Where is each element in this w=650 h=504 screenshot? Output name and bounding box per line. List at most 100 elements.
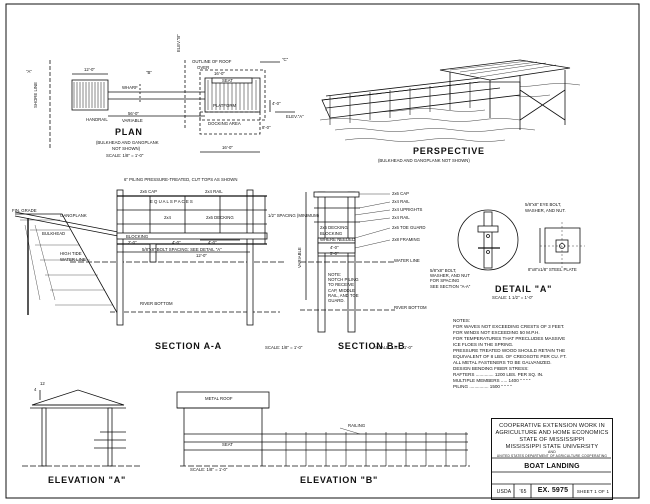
detail-bolt-line: FOR SPACING	[430, 278, 460, 284]
note-line: PRESSURE TREATED WOOD SHOULD RETAIN THE	[453, 348, 566, 353]
note-line: DESIGN BENDING FIBER STRESS:	[453, 366, 529, 371]
elevation-b-view	[176, 391, 470, 467]
plan-title: PLAN	[115, 127, 143, 137]
handrail-label: HANDRAIL	[86, 117, 108, 122]
bb-cap: 2x6 CAP	[392, 191, 409, 196]
aa-decking-a: 2x4	[164, 215, 171, 220]
bb-rail: 2x4 RAIL	[392, 199, 410, 204]
plan-view	[49, 60, 295, 153]
aa-water-line-label: WATER LINE	[60, 257, 86, 262]
bb-dim-5ft: 5'-0"	[330, 251, 339, 256]
plan-subtitle: (BULKHEAD AND GANGPLANK	[96, 140, 159, 145]
note-line: RAFTERS .............. 1200 LBS. PER SQ.…	[453, 372, 544, 377]
title-block: COOPERATIVE EXTENSION WORK IN AGRICULTUR…	[491, 418, 613, 500]
note-line: EQUIVALENT OF 8 LBS. OF CREOSOTE PER CU.…	[453, 354, 567, 359]
elevation-b-title: ELEVATION "B"	[300, 475, 379, 485]
aa-river-bottom-label: RIVER BOTTOM	[140, 301, 173, 306]
over-label: OVER	[197, 65, 210, 70]
aa-dim-4ft-a: 4'-0"	[172, 240, 181, 245]
bb-dim-4ft: 4'-0"	[330, 245, 339, 250]
bb-note-line: NOTCH PILING	[328, 277, 359, 283]
detail-a-scale: SCALE: 1 1/2" = 1'-0"	[492, 295, 534, 300]
aa-blocking: BLOCKING	[126, 234, 149, 239]
aa-dim-12ft: 12'-0"	[196, 253, 207, 258]
outline-roof-label: OUTLINE OF ROOF	[192, 59, 232, 64]
plan-scale: SCALE: 1/8" = 1'-0"	[106, 153, 144, 158]
section-mark-a: "A"	[26, 69, 32, 74]
section-bb-title: SECTION B-B	[338, 341, 406, 351]
bb-note-line: CAP, MIDDLE	[328, 287, 355, 293]
eye-bolt-label: 5/8"x8" EYE BOLT,	[525, 202, 562, 207]
elev-a-mark: ELEV."A"	[286, 114, 304, 119]
bb-blocking: BLOCKING	[320, 231, 343, 236]
plan-seat-label: SEAT	[222, 78, 233, 83]
tb-line-5: AND	[548, 450, 556, 454]
detail-a-title: DETAIL "A"	[495, 284, 553, 294]
perspective-title: PERSPECTIVE	[413, 146, 485, 156]
bb-note-line: RAIL, AND TOE	[328, 292, 359, 298]
dim-56ft: 56'-0"	[128, 111, 139, 116]
note-line: NOTES:	[453, 318, 471, 323]
detail-a-view	[457, 209, 585, 271]
bulkhead-label: BULKHEAD	[42, 231, 66, 236]
tb-year: '65	[519, 489, 527, 495]
note-line: PILING ............... 1500 " " " "	[453, 384, 512, 389]
elev-a-dim: 4	[34, 387, 37, 392]
bb-river-bottom: RIVER BOTTOM	[394, 305, 427, 310]
tb-ex-number: EX. 5975	[537, 487, 569, 494]
note-line: FOR WINDS NOT EXCEEDING 50 M.P.H.	[453, 330, 540, 335]
aa-spacing: 1/2" SPACING (MINIMUM)	[268, 213, 320, 218]
bb-where-needed: WHERE NEEDED	[320, 237, 356, 242]
bb-notch-note: NOTE: NOTCH PILING TO RECEIVE CAP, MIDDL…	[328, 272, 359, 303]
perspective-subtitle: (BULKHEAD AND GANGPLANK NOT SHOWN)	[378, 158, 470, 163]
dim-8ft: 8'-0"	[262, 125, 271, 130]
tb-line-1: COOPERATIVE EXTENSION WORK IN	[499, 423, 605, 429]
detail-bolt-note: 5/8"x8" BOLT, WASHER, AND NUT FOR SPACIN…	[430, 268, 470, 289]
section-mark-c: "C"	[282, 57, 289, 62]
piling-note: 6" PILING PRESSURE-TREATED, CUT TOPS AS …	[124, 177, 238, 182]
dim-4ft: 4'-0"	[272, 101, 281, 106]
aa-rail-label: 2x4 RAIL	[205, 189, 223, 194]
aa-decking-b: 2x6 DECKING	[206, 215, 234, 220]
plan-subtitle-2: NOT SHOWN)	[112, 146, 141, 151]
dim-12ft: 12'-0"	[84, 67, 95, 72]
washer-nut-label: WASHER, AND NUT.	[525, 208, 566, 213]
shore-line-label: SHORE LINE	[33, 81, 38, 108]
section-bb-view	[300, 191, 395, 333]
elev-a-dim-2: 12	[40, 381, 45, 386]
detail-bolt-line: SEE SECTION "A-A"	[430, 283, 471, 289]
variable-label: VARIABLE	[122, 118, 143, 123]
bb-variable: VARIABLE	[297, 247, 302, 268]
tb-usda: USDA	[496, 489, 512, 495]
detail-bolt-line: 5/8"x8" BOLT,	[430, 268, 457, 273]
drawing-name: BOAT LANDING	[524, 463, 580, 470]
aa-dim-2ft: 2'-0"	[128, 240, 137, 245]
perspective-view	[319, 59, 581, 142]
bb-rail-2: 2x4 RAIL	[392, 215, 410, 220]
docking-area-label: DOCKING AREA	[208, 121, 241, 126]
bb-note-line: NOTE:	[328, 272, 342, 277]
steel-plate-label: 8"x8"x1/8" STEEL PLATE	[528, 267, 577, 272]
elev-b-mark: ELEV."B"	[176, 34, 181, 52]
bb-decking: 2x6 DECKING	[320, 225, 348, 230]
tb-line-6: UNITED STATES DEPARTMENT OF AGRICULTURE …	[496, 454, 608, 458]
equal-spaces-label: E Q U A L S P A C E S	[150, 199, 193, 204]
gangplank-label: GANGPLANK	[60, 213, 87, 218]
bb-water-line: WATER LINE	[394, 258, 420, 263]
high-tide-label: HIGH TIDE	[60, 251, 82, 256]
bb-note-line: TO RECEIVE	[328, 282, 354, 288]
section-aa-scale: SCALE: 1/8" = 1'-0"	[265, 345, 303, 350]
detail-bolt-line: WASHER, AND NUT	[430, 273, 470, 279]
general-notes: NOTES:FOR WAVES NOT EXCEEDING CRESTS OF …	[453, 318, 567, 390]
dim-16ft-top: 16'-0"	[214, 71, 225, 76]
tb-line-2: AGRICULTURE AND HOME ECONOMICS	[495, 430, 609, 436]
tb-sheet: SHEET 1 OF 1	[576, 489, 610, 494]
fin-grade-label: FIN. GRADE	[12, 208, 37, 213]
aa-bolt-note: 5/8"x8" BOLT SPACING: SEE DETAIL "A"	[142, 247, 222, 252]
section-mark-b: "B"	[146, 70, 152, 75]
section-bb-scale: SCALE: 1/8" = 1'-0"	[375, 345, 413, 350]
note-line: FOR WAVES NOT EXCEEDING CRESTS OF 3 FEET…	[453, 324, 565, 329]
note-line: ALL METAL FASTENERS TO BE GALVANIZED.	[453, 360, 552, 365]
